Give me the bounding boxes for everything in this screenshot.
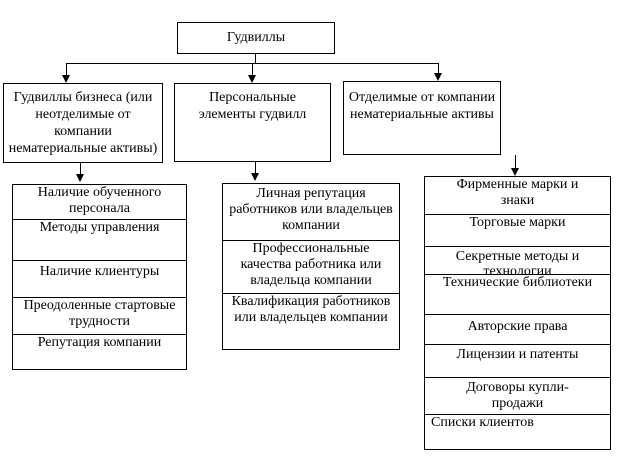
list-item: Репутация компании — [13, 334, 186, 370]
list-item: Наличие клиентуры — [13, 260, 186, 297]
category-label: Гудвиллы бизнеса (или неотделимые от ком… — [8, 90, 158, 156]
list-item: Технические библиотеки — [425, 274, 610, 314]
root-node: Гудвиллы — [177, 22, 335, 54]
list-item: Фирменные марки и знаки — [456, 177, 579, 208]
connector — [515, 155, 516, 168]
list-item: Секретные методы и технологии — [425, 246, 610, 279]
list-item: Договоры купли-продажи — [425, 377, 610, 414]
arrow-down-icon — [62, 75, 70, 83]
category-label: Персональные элементы гудвилл — [198, 90, 307, 122]
connector — [255, 162, 256, 173]
category-personal-elements: Персональные элементы гудвилл — [174, 83, 331, 162]
connector — [252, 63, 253, 75]
root-label: Гудвиллы — [226, 30, 286, 45]
list-item: Методы управления — [13, 219, 186, 260]
arrow-down-icon — [251, 173, 259, 181]
category-label: Отделимые от компании нематериальные акт… — [348, 90, 496, 122]
connector — [80, 163, 81, 174]
business-goodwill-list: Наличие обученного персонала Методы упра… — [12, 184, 187, 370]
category-separable-assets: Отделимые от компании нематериальные акт… — [343, 81, 501, 155]
list-item: Профессиональные качества работника или … — [223, 240, 399, 293]
list-item: Наличие обученного персонала — [37, 185, 162, 216]
list-item: Преодоленные стартовые трудности — [13, 297, 186, 334]
connector — [438, 63, 439, 74]
category-business-goodwill: Гудвиллы бизнеса (или неотделимые от ком… — [3, 83, 163, 163]
list-item: Личная репутация работников или владельц… — [229, 186, 393, 233]
arrow-down-icon — [434, 73, 442, 81]
list-item: Квалификация работников или владельцев к… — [223, 293, 399, 350]
list-item: Лицензии и патенты — [425, 344, 610, 377]
list-item: Торговые марки — [425, 214, 610, 246]
arrow-down-icon — [248, 75, 256, 83]
connector — [255, 54, 256, 63]
connector — [66, 63, 67, 75]
personal-elements-list: Личная репутация работников или владельц… — [222, 183, 400, 350]
arrow-down-icon — [76, 174, 84, 182]
list-item: Списки клиентов — [425, 414, 610, 450]
separable-assets-list: Фирменные марки и знаки Торговые марки С… — [424, 176, 611, 450]
arrow-down-icon — [511, 168, 519, 176]
list-item: Авторские права — [425, 314, 610, 344]
